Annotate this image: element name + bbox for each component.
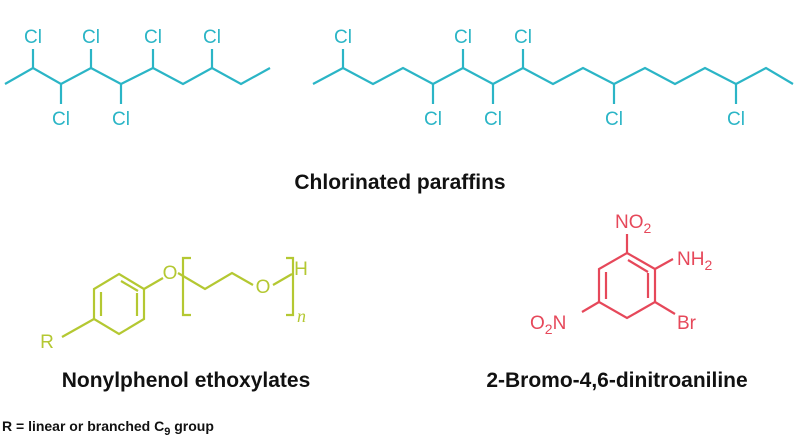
nitro-o: O bbox=[530, 313, 545, 334]
chlorine-atom-label: Cl bbox=[727, 109, 745, 130]
footnote-subscript: 9 bbox=[164, 426, 170, 438]
chlorine-atom-label: Cl bbox=[334, 27, 352, 48]
chlorine-atom-label: Cl bbox=[203, 27, 221, 48]
ring-to-oxygen-bond bbox=[143, 277, 164, 290]
chlorine-atom-label: Cl bbox=[454, 27, 472, 48]
paraffin-short-backbone bbox=[4, 66, 271, 86]
amino-n: N bbox=[677, 249, 691, 270]
nitro-n: N bbox=[615, 212, 629, 233]
chlorinated-paraffin-short-labels: Cl Cl Cl Cl Cl Cl bbox=[24, 27, 221, 130]
chlorine-atom-label: Cl bbox=[144, 27, 162, 48]
benzene-ring bbox=[597, 251, 657, 320]
hydrogen-atom-label: H bbox=[294, 259, 308, 280]
nitro-subscript: 2 bbox=[644, 220, 652, 236]
bromine-atom-label: Br bbox=[677, 313, 697, 334]
caption-chlorinated-paraffins: Chlorinated paraffins bbox=[294, 171, 505, 194]
nitro-group-label-left: O2N bbox=[530, 313, 566, 337]
bromo-bond bbox=[654, 301, 676, 315]
nitro-o: O bbox=[629, 212, 644, 233]
chlorine-atom-label: Cl bbox=[514, 27, 532, 48]
right-bracket bbox=[286, 256, 295, 317]
bromo-dinitroaniline-structure bbox=[581, 234, 676, 320]
amino-bond bbox=[654, 258, 674, 270]
chlorine-atom-label: Cl bbox=[52, 109, 70, 130]
chlorinated-paraffin-long bbox=[312, 49, 794, 104]
chlorine-atom-label: Cl bbox=[424, 109, 442, 130]
chlorinated-paraffin-short bbox=[4, 49, 271, 104]
chlorinated-paraffin-long-labels: Cl Cl Cl Cl Cl Cl Cl bbox=[334, 27, 745, 130]
oxygen-atom-label: O bbox=[256, 277, 271, 298]
amino-group-label: NH2 bbox=[677, 249, 712, 273]
nonylphenol-ethoxylate-labels: O O H n R bbox=[40, 259, 308, 353]
chlorine-atom-label: Cl bbox=[605, 109, 623, 130]
aromatic-inner-bond bbox=[627, 259, 649, 273]
r-group-bond bbox=[61, 318, 95, 338]
paraffin-long-backbone bbox=[312, 66, 794, 86]
oxygen-atom-label: O bbox=[163, 263, 178, 284]
nonylphenol-ethoxylate-structure bbox=[61, 256, 295, 338]
nitro-subscript: 2 bbox=[545, 321, 553, 337]
nitro-n: N bbox=[553, 313, 567, 334]
repeat-count-index: n bbox=[297, 306, 306, 326]
chlorine-atom-label: Cl bbox=[112, 109, 130, 130]
r-group-label: R bbox=[40, 332, 54, 353]
footnote-main: R = linear or branched C bbox=[2, 418, 164, 434]
footnote-r-definition: R = linear or branched C9 group bbox=[2, 418, 214, 438]
chlorine-atom-label: Cl bbox=[484, 109, 502, 130]
caption-nonylphenol-ethoxylates: Nonylphenol ethoxylates bbox=[62, 369, 311, 392]
amino-subscript: 2 bbox=[704, 257, 712, 273]
amino-h: H bbox=[691, 249, 705, 270]
caption-bromo-dinitroaniline: 2-Bromo-4,6-dinitroaniline bbox=[486, 369, 747, 392]
ethoxy-chain bbox=[177, 271, 254, 291]
bromo-dinitroaniline-labels: NO2 NH2 Br O2N bbox=[530, 212, 712, 337]
chain-to-h-bond bbox=[272, 273, 293, 286]
nitro-group-label-top: NO2 bbox=[615, 212, 652, 236]
chlorine-atom-label: Cl bbox=[24, 27, 42, 48]
nitro-bond-left bbox=[581, 301, 600, 313]
left-bracket bbox=[181, 256, 191, 317]
aromatic-inner-bond bbox=[120, 280, 139, 292]
footnote-tail: group bbox=[170, 418, 214, 434]
chlorine-atom-label: Cl bbox=[82, 27, 100, 48]
